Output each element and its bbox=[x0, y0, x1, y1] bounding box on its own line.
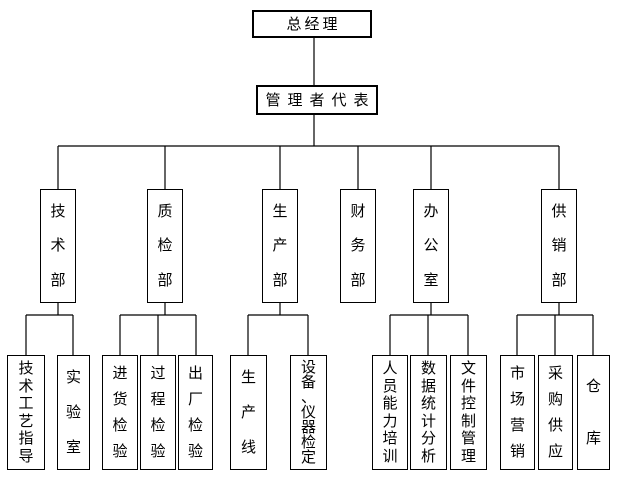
node-leaf-technical-process-guidance: 技术工艺指导 bbox=[7, 355, 45, 470]
node-dept-supply-marketing: 供销部 bbox=[541, 189, 577, 303]
node-dept-finance: 财务部 bbox=[340, 189, 376, 303]
node-general-manager: 总经理 bbox=[252, 10, 372, 38]
node-dept-quality-inspection: 质检部 bbox=[147, 189, 183, 303]
node-leaf-final-inspection: 出厂检验 bbox=[178, 355, 213, 470]
node-dept-production: 生产部 bbox=[262, 189, 298, 303]
node-leaf-warehouse: 仓库 bbox=[577, 355, 610, 470]
node-dept-office: 办公室 bbox=[413, 189, 449, 303]
node-leaf-incoming-inspection: 进货检验 bbox=[102, 355, 138, 470]
node-management-representative: 管理者代表 bbox=[256, 85, 378, 115]
node-leaf-laboratory: 实验室 bbox=[57, 355, 90, 470]
node-leaf-marketing: 市场营销 bbox=[500, 355, 535, 470]
node-leaf-data-statistics-analysis: 数据统计分析 bbox=[410, 355, 447, 470]
node-dept-technology: 技术部 bbox=[40, 189, 76, 303]
node-leaf-production-line: 生产线 bbox=[230, 355, 267, 470]
node-leaf-personnel-competency-training: 人员能力培训 bbox=[372, 355, 408, 470]
node-leaf-process-inspection: 过程检验 bbox=[140, 355, 176, 470]
node-leaf-equipment-instrument-verification: 设备、仪器检定 bbox=[290, 355, 327, 470]
node-leaf-procurement-supply: 采购供应 bbox=[538, 355, 573, 470]
node-leaf-document-control-management: 文件控制管理 bbox=[450, 355, 487, 470]
